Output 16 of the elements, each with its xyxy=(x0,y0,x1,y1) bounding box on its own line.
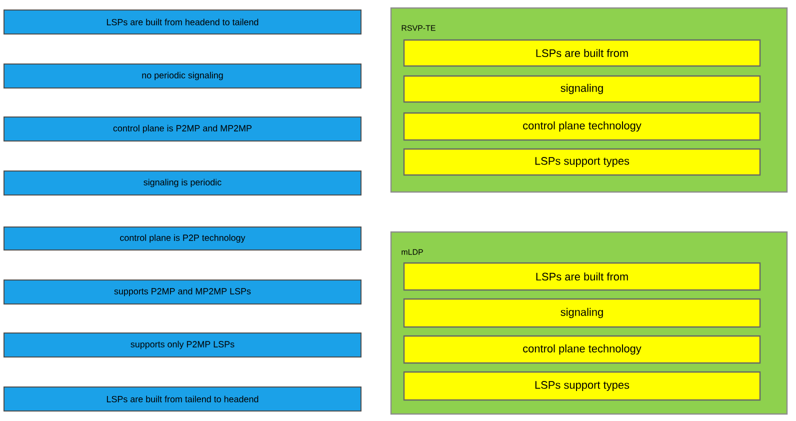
answer-slot: control plane technology xyxy=(403,112,761,141)
answer-option: LSPs are built from headend to tailend xyxy=(4,10,362,34)
answer-option: LSPs are built from tailend to headend xyxy=(4,386,362,412)
answer-slot: LSPs support types xyxy=(403,371,761,401)
answer-slot: LSPs are built from xyxy=(403,262,761,291)
answer-option: no periodic signaling xyxy=(4,64,362,88)
answer-option: control plane is P2MP and MP2MP xyxy=(4,116,362,142)
answer-option: supports only P2MP LSPs xyxy=(4,332,362,358)
answer-option: signaling is periodic xyxy=(4,170,362,196)
answer-slot: signaling xyxy=(403,75,761,103)
answer-option: control plane is P2P technology xyxy=(4,226,362,250)
answer-slot: LSPs support types xyxy=(403,148,761,176)
answer-slot: control plane technology xyxy=(403,335,761,364)
answer-option: supports P2MP and MP2MP LSPs xyxy=(4,280,362,304)
answer-slot: LSPs are built from xyxy=(403,39,761,67)
answer-slot: signaling xyxy=(403,298,761,328)
